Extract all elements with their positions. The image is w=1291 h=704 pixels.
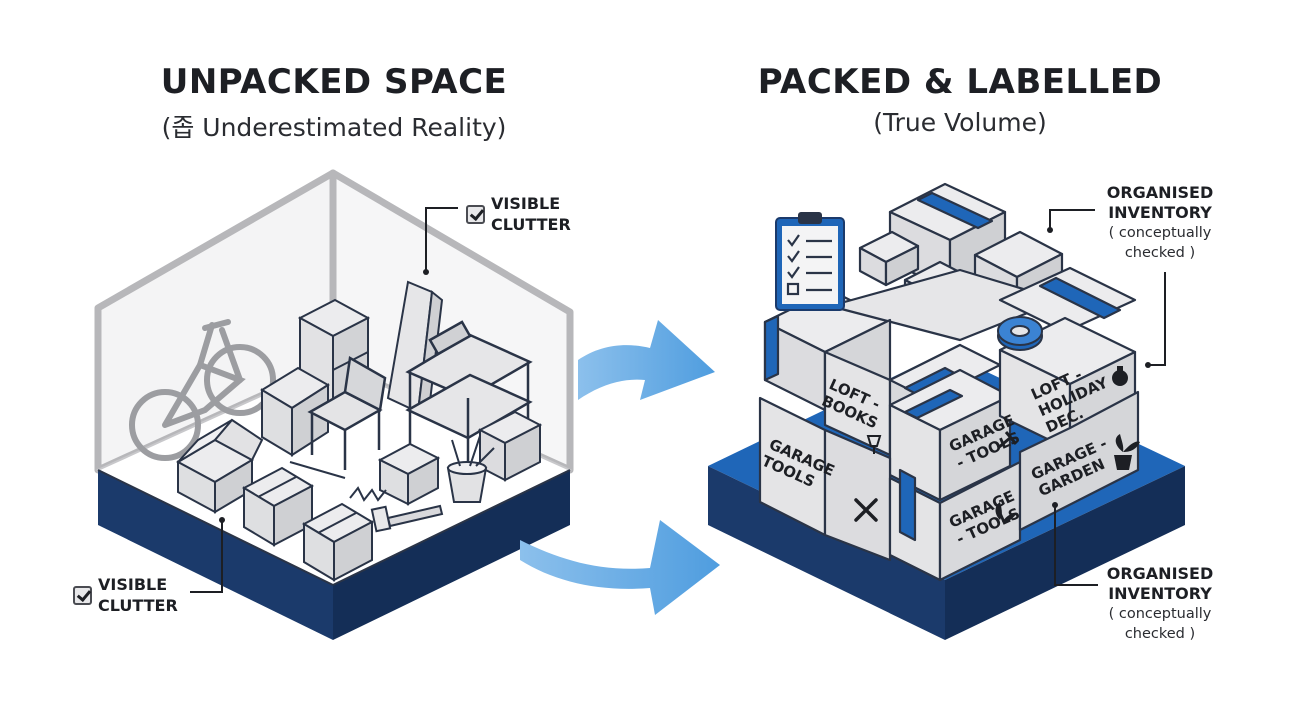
chair [307,356,387,470]
open-box [260,366,330,457]
packed-subtitle: (True Volume) [873,108,1047,137]
callout-organised-inventory-top: ORGANISED INVENTORY ( conceptually check… [1106,183,1214,261]
hammer-icon [370,504,444,533]
sealed-box-1 [241,466,315,547]
arrow-lower [520,520,720,615]
checkbox-icon [73,585,92,605]
ornament-icon [1112,366,1128,386]
callout-leader-top-left [425,207,458,272]
callout-organised-inventory-bottom: ORGANISED INVENTORY ( conceptually check… [1106,564,1214,642]
unpacked-subtitle: (좁 Underestimated Reality) [161,113,507,142]
packed-title: PACKED & LABELLED [757,62,1163,102]
tape-roll-icon [997,316,1043,351]
clipboard-icon [775,212,845,311]
leaning-panel [386,280,444,420]
callout-leader-top-right [1049,209,1095,230]
bicycle-icon [129,319,276,461]
callout-visible-clutter-top: VISIBLE CLUTTER [466,193,571,235]
arrow-upper [578,320,715,400]
hammer-icon [997,431,1018,450]
wrench-icon [854,498,878,522]
callout-leader-bottom-right [1054,505,1098,586]
spring [349,486,387,502]
plant-icon [995,502,1016,522]
checkbox-icon [466,204,485,224]
callout-leader-mid-right [1148,272,1166,366]
open-box-left [175,418,264,514]
rod [289,461,346,479]
sealed-box-2 [301,502,375,582]
callout-leader-bottom-left [190,520,223,593]
unpacked-title: UNPACKED SPACE [160,62,508,102]
plant-icon [1114,434,1140,470]
shelf-unit [405,320,533,475]
glass-icon [866,435,882,454]
tool-bucket [446,435,495,503]
callout-visible-clutter-bottom: VISIBLE CLUTTER [73,574,178,616]
box-stack [758,182,1140,582]
sealed-box-3 [377,442,441,506]
